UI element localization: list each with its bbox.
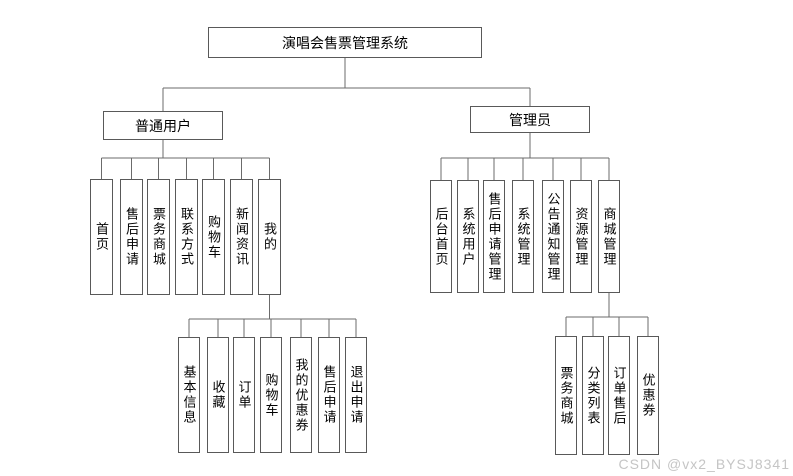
node-aftersale-apply: 售后申请 (120, 179, 143, 295)
node-coupons: 优惠券 (637, 336, 659, 455)
node-mall-tickets: 票务商城 (555, 336, 577, 455)
node-my-cart: 购物车 (260, 337, 282, 453)
node-regular-user: 普通用户 (103, 111, 223, 140)
node-order-aftersale: 订单售后 (608, 336, 630, 455)
node-root: 演唱会售票管理系统 (208, 27, 482, 58)
node-notice-manage: 公告通知管理 (542, 180, 564, 293)
node-home: 首页 (90, 179, 113, 295)
node-my-coupons: 我的优惠券 (290, 337, 312, 453)
node-mine: 我的 (258, 179, 281, 295)
node-aftersale-manage: 售后申请管理 (483, 180, 505, 293)
node-mall-manage: 商城管理 (598, 180, 620, 293)
node-news: 新闻资讯 (230, 179, 253, 295)
node-cart: 购物车 (202, 179, 225, 295)
node-resource-manage: 资源管理 (570, 180, 592, 293)
node-system-users: 系统用户 (457, 180, 479, 293)
node-admin: 管理员 (470, 106, 590, 133)
node-basic-info: 基本信息 (178, 337, 200, 453)
node-contact: 联系方式 (175, 179, 198, 295)
node-favorites: 收藏 (207, 337, 229, 453)
csdn-watermark: CSDN @vx2_BYSJ8341 (618, 456, 790, 472)
node-system-manage: 系统管理 (512, 180, 534, 293)
node-backend-home: 后台首页 (430, 180, 452, 293)
node-orders: 订单 (233, 337, 255, 453)
node-ticket-mall: 票务商城 (147, 179, 170, 295)
node-my-aftersale: 售后申请 (318, 337, 340, 453)
node-category-list: 分类列表 (582, 336, 604, 455)
node-logout-apply: 退出申请 (345, 337, 367, 453)
